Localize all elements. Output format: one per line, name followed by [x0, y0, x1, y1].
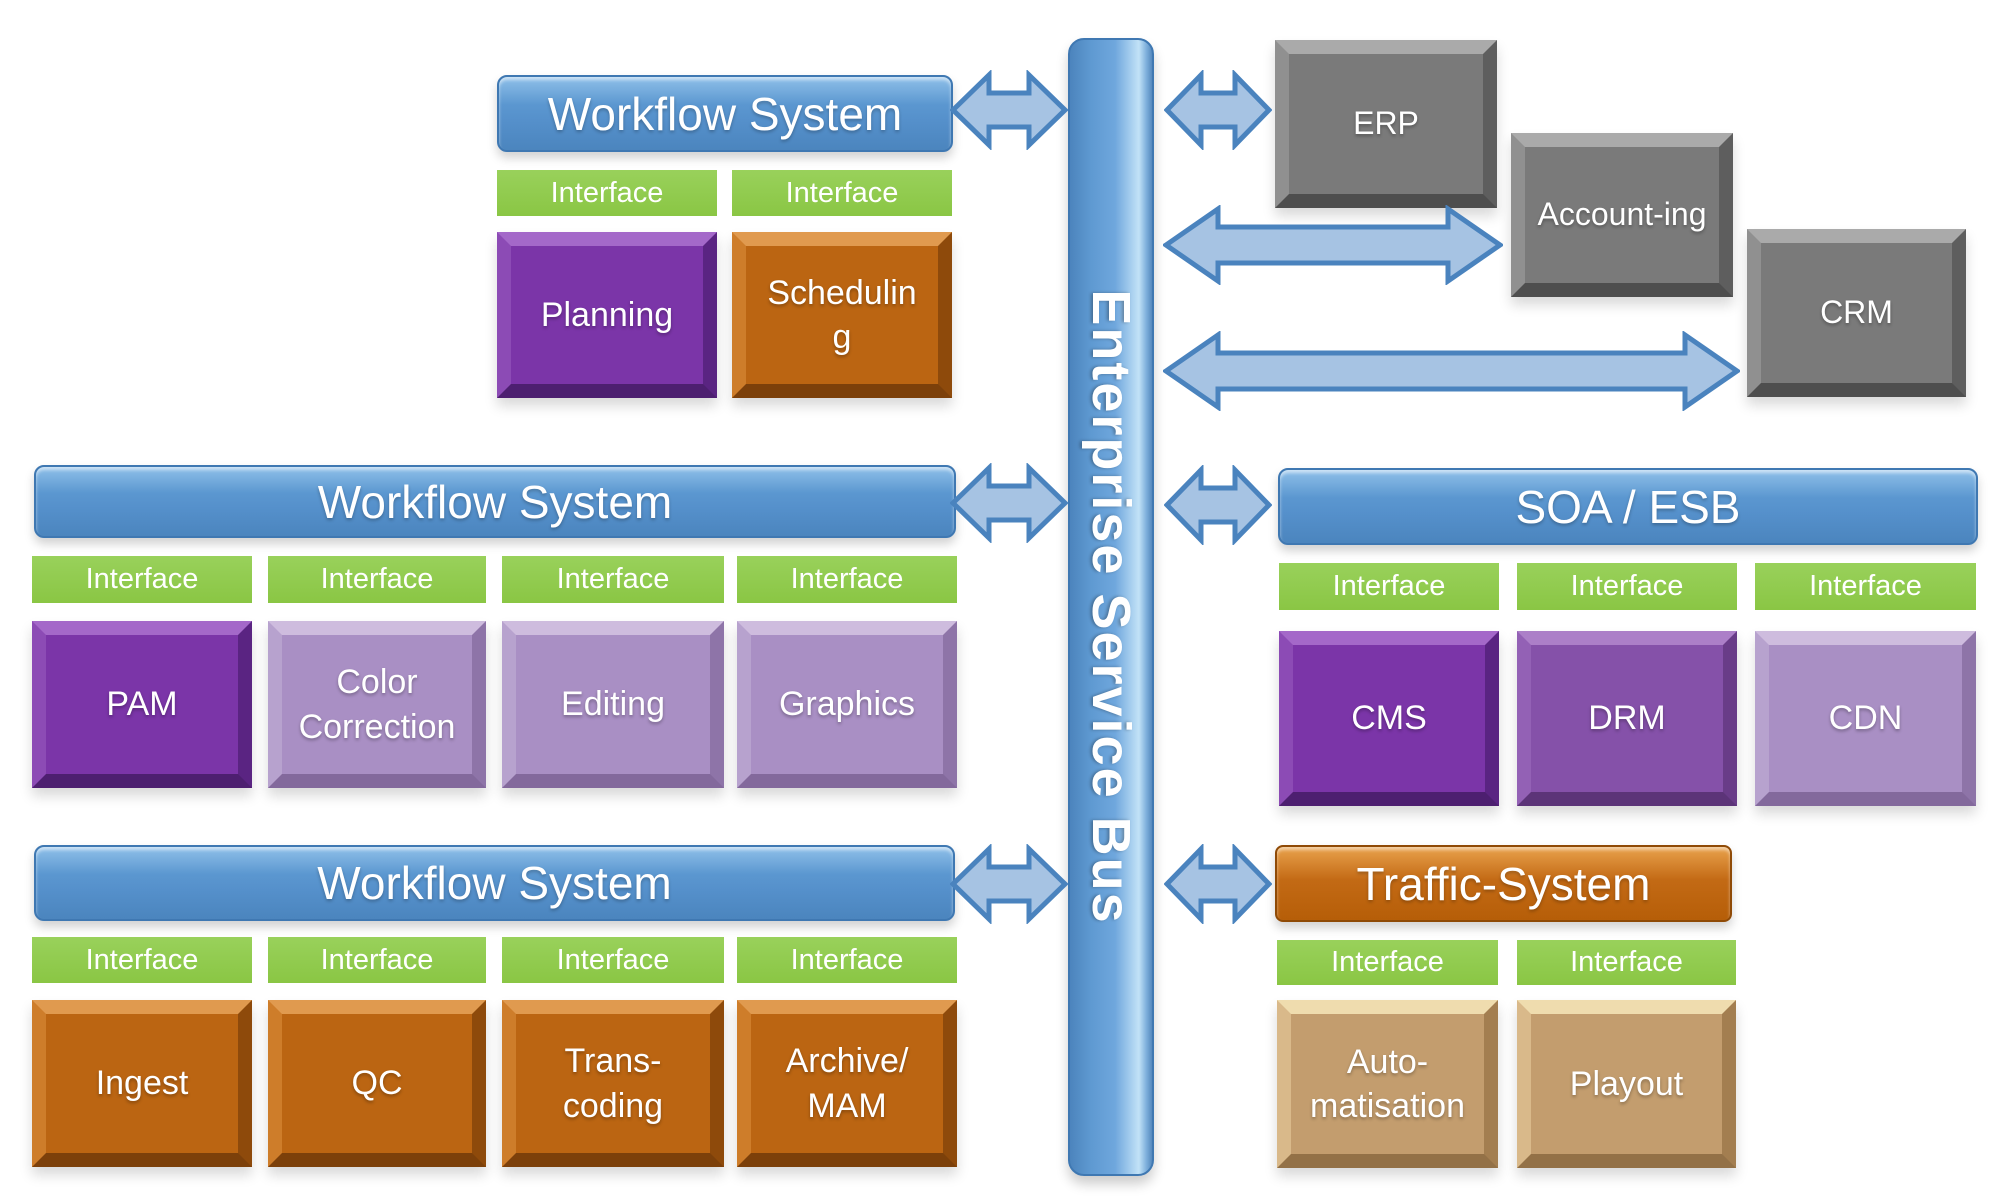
crm-box: CRM [1747, 229, 1966, 397]
interface-label: Interface [1332, 570, 1446, 602]
workflow-bottom-interface-3: Interface [502, 937, 724, 983]
workflow-mid-header: Workflow System [34, 465, 956, 538]
workflow-bottom-interface-4: Interface [737, 937, 957, 983]
arrow-workflow-top-esb [950, 70, 1068, 150]
drm-box: DRM [1517, 631, 1737, 806]
ingest-label: Ingest [95, 1064, 189, 1103]
automatisation-box: Auto- matisation [1277, 1000, 1498, 1168]
editing-box: Editing [502, 621, 724, 788]
workflow-mid-interface-1: Interface [32, 556, 252, 603]
enterprise-service-bus-bar: Enterprise Service Bus [1068, 38, 1154, 1176]
interface-label: Interface [1809, 570, 1922, 602]
workflow-mid-interface-2: Interface [268, 556, 486, 603]
soa-interface-3: Interface [1755, 563, 1976, 610]
soa-interface-1: Interface [1279, 563, 1499, 610]
ingest-box: Ingest [32, 1000, 252, 1167]
transcoding-label: Trans- coding [562, 1042, 664, 1125]
interface-label: Interface [1570, 570, 1684, 602]
cms-label: CMS [1351, 699, 1427, 738]
traffic-system-header-label: Traffic-System [1356, 857, 1651, 910]
color-correction-label: Color Correction [298, 663, 456, 746]
workflow-bottom-interface-1: Interface [32, 937, 252, 983]
scheduling-label: Schedulin g [767, 273, 917, 356]
arrow-esb-accounting [1163, 205, 1503, 285]
transcoding-box: Trans- coding [502, 1000, 724, 1167]
interface-label: Interface [790, 943, 904, 976]
arrow-workflow-mid-esb [950, 463, 1068, 543]
crm-label: CRM [1820, 294, 1893, 331]
interface-label: Interface [790, 563, 904, 595]
interface-label: Interface [320, 563, 434, 595]
archive-mam-label: Archive/ MAM [785, 1042, 909, 1125]
workflow-mid-interface-3: Interface [502, 556, 724, 603]
workflow-bottom-header: Workflow System [34, 845, 955, 921]
erp-box: ERP [1275, 40, 1497, 208]
cms-box: CMS [1279, 631, 1499, 806]
graphics-label: Graphics [778, 685, 916, 724]
graphics-box: Graphics [737, 621, 957, 788]
interface-label: Interface [1570, 946, 1683, 978]
erp-label: ERP [1353, 105, 1419, 142]
editing-label: Editing [561, 685, 665, 724]
cdn-label: CDN [1828, 699, 1903, 738]
workflow-mid-header-label: Workflow System [317, 475, 673, 528]
workflow-top-header-label: Workflow System [547, 87, 903, 140]
archive-mam-box: Archive/ MAM [737, 1000, 957, 1167]
interface-label: Interface [1331, 946, 1444, 978]
interface-label: Interface [556, 563, 670, 595]
traffic-interface-1: Interface [1277, 940, 1498, 985]
qc-box: QC [268, 1000, 486, 1167]
interface-label: Interface [556, 943, 670, 976]
soa-esb-header: SOA / ESB [1278, 468, 1978, 545]
workflow-top-interface-1: Interface [497, 170, 717, 216]
qc-label: QC [351, 1064, 403, 1103]
arrow-esb-crm [1163, 331, 1740, 411]
interface-label: Interface [785, 176, 899, 209]
planning-box: Planning [497, 232, 717, 398]
interface-label: Interface [320, 943, 434, 976]
playout-label: Playout [1569, 1064, 1684, 1103]
arrow-esb-soa [1164, 465, 1272, 545]
pam-label: PAM [106, 685, 178, 724]
cdn-box: CDN [1755, 631, 1976, 806]
scheduling-box: Schedulin g [732, 232, 952, 398]
playout-box: Playout [1517, 1000, 1736, 1168]
arrow-esb-traffic [1164, 844, 1272, 924]
drm-label: DRM [1588, 699, 1666, 738]
arrow-esb-erp [1164, 70, 1272, 150]
workflow-bottom-header-label: Workflow System [317, 857, 672, 909]
color-correction-box: Color Correction [268, 621, 486, 788]
interface-label: Interface [85, 943, 199, 976]
arrow-workflow-bottom-esb [950, 844, 1068, 924]
soa-esb-header-label: SOA / ESB [1515, 480, 1741, 533]
traffic-interface-2: Interface [1517, 940, 1736, 985]
interface-label: Interface [550, 176, 664, 209]
enterprise-service-bus-label: Enterprise Service Bus [1081, 289, 1141, 925]
traffic-system-header: Traffic-System [1275, 845, 1732, 922]
accounting-box: Account-ing [1511, 133, 1733, 297]
workflow-top-header: Workflow System [497, 75, 953, 152]
workflow-bottom-interface-2: Interface [268, 937, 486, 983]
automatisation-label: Auto- matisation [1310, 1042, 1465, 1125]
pam-box: PAM [32, 621, 252, 788]
planning-label: Planning [540, 295, 674, 334]
soa-interface-2: Interface [1517, 563, 1737, 610]
workflow-top-interface-2: Interface [732, 170, 952, 216]
interface-label: Interface [85, 563, 199, 595]
accounting-label: Account-ing [1537, 196, 1707, 233]
workflow-mid-interface-4: Interface [737, 556, 957, 603]
